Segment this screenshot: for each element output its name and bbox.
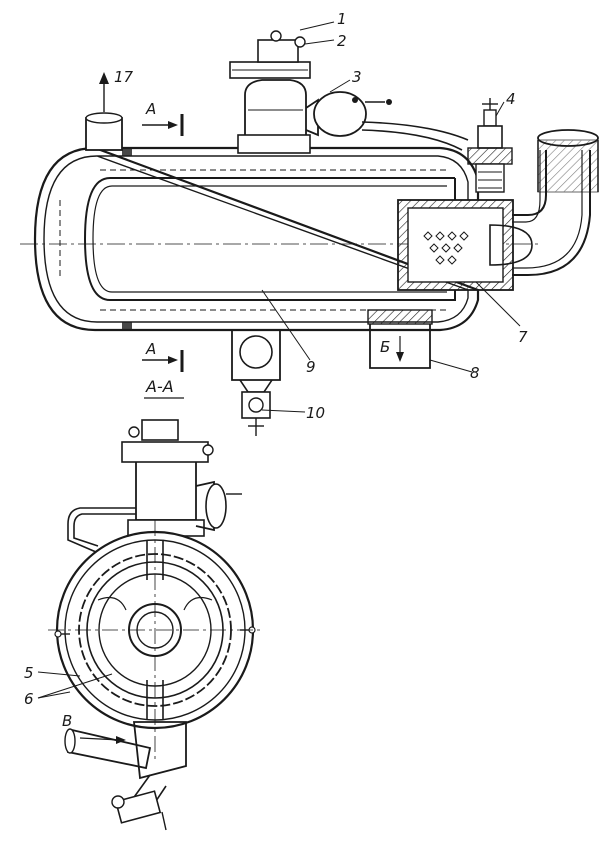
callout-5: 5 xyxy=(24,664,34,682)
diaphragm-valve xyxy=(305,91,392,137)
spark-plug xyxy=(467,98,513,193)
callout-2: 2 xyxy=(337,32,347,50)
longitudinal-section xyxy=(20,30,599,436)
flow-label-v: В xyxy=(62,712,72,730)
callout-3: 3 xyxy=(352,68,362,86)
cross-section-view xyxy=(48,419,262,831)
combustion-chamber xyxy=(83,177,456,301)
callout-10: 10 xyxy=(306,404,325,422)
fuel-regulator-assembly xyxy=(229,30,311,154)
combustion-chamber-wall xyxy=(92,185,447,293)
section-arrow-label-top: А xyxy=(145,100,156,118)
flow-label-b: Б xyxy=(380,338,390,356)
callout-7: 7 xyxy=(518,328,528,346)
callout-8: 8 xyxy=(470,364,480,382)
exhaust-outlet xyxy=(367,309,433,369)
burner-perforation xyxy=(423,231,469,265)
outer-jacket-inner-wall xyxy=(43,155,469,323)
drain-unit xyxy=(231,330,281,436)
section-arrow-label-bottom: А xyxy=(145,340,156,358)
air-intake-elbow xyxy=(512,150,591,276)
leader-lines-upper xyxy=(261,21,521,413)
callout-9: 9 xyxy=(306,358,316,376)
leader-lines-lower xyxy=(37,671,113,699)
callout-4: 4 xyxy=(506,90,516,108)
callout-6: 6 xyxy=(24,690,34,708)
burner-dome xyxy=(489,224,533,266)
callout-1: 1 xyxy=(337,10,347,28)
fuel-line xyxy=(361,121,469,141)
callout-17: 17 xyxy=(114,68,134,86)
section-caption: А-А xyxy=(145,377,174,396)
